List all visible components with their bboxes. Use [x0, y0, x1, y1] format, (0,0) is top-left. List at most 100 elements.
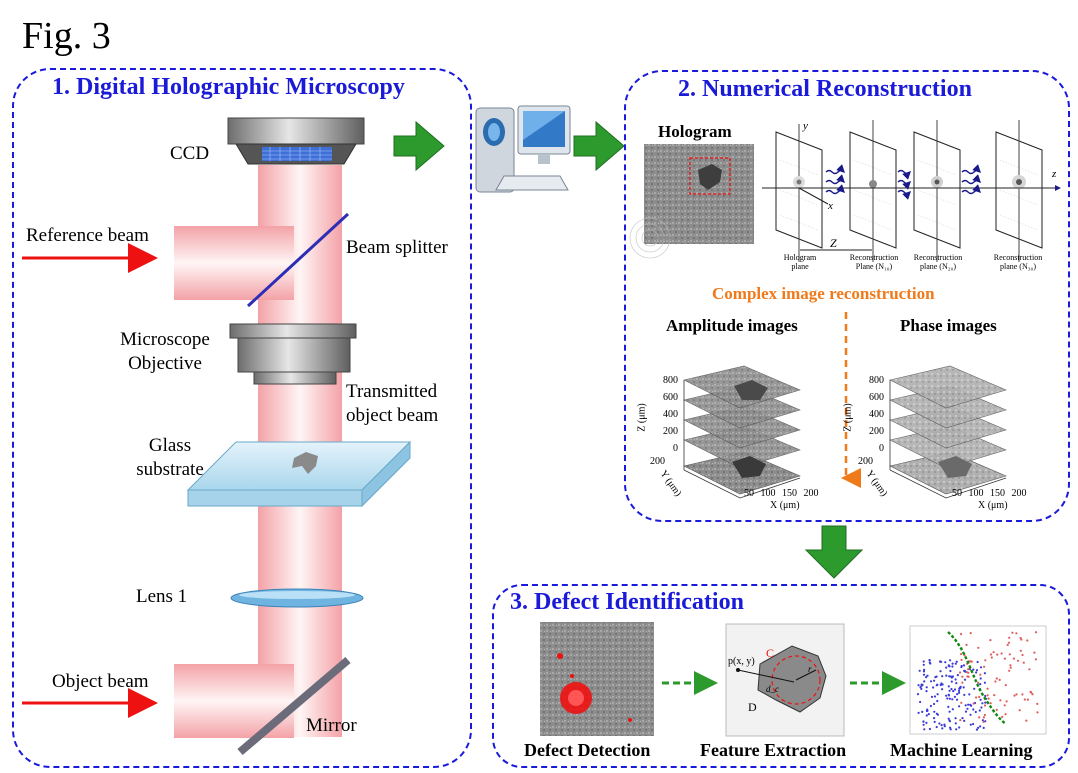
scatter-point-blue: [981, 719, 985, 722]
green-arrow-down: [804, 525, 864, 579]
scatter-point-red: [1012, 657, 1016, 660]
reference-beam-path: [174, 226, 294, 300]
scatter-point-red: [989, 639, 992, 642]
label-lens1: Lens 1: [136, 586, 188, 607]
scatter-point-blue: [964, 710, 968, 713]
scatter-point-blue: [948, 719, 951, 722]
figure-label: Fig. 3: [22, 15, 111, 57]
scatter-point-blue: [945, 674, 948, 677]
phase-z-tick: 0: [879, 443, 884, 454]
phase-z-tick: 400: [869, 409, 884, 420]
scatter-point-red: [986, 694, 989, 697]
phase-x-tick: 100: [968, 488, 984, 499]
scatter-point-blue: [919, 686, 922, 689]
label-amplitude-images: Amplitude images: [666, 316, 798, 335]
label-feature-extraction: Feature Extraction: [700, 740, 847, 760]
plane-reconstruction-2: [913, 120, 961, 262]
scatter-point-blue: [940, 682, 943, 685]
scatter-point-blue: [932, 686, 935, 689]
scatter-point-blue: [979, 666, 983, 669]
scatter-point-blue: [955, 660, 958, 663]
scatter-point-blue: [972, 668, 975, 671]
scatter-point-red: [1021, 693, 1024, 696]
plane-label-3-l2: plane (N₃₀): [999, 261, 1036, 271]
scatter-point-blue: [947, 717, 950, 720]
scatter-point-red: [1015, 632, 1018, 635]
plane-label-3-l1: Reconstruction: [993, 253, 1043, 262]
scatter-point-blue: [960, 665, 963, 669]
phase-y-ticks: 200: [858, 456, 873, 467]
beam-splitter: [246, 212, 350, 308]
scatter-point-blue: [979, 698, 982, 701]
scatter-point-blue: [919, 700, 922, 704]
plane-label-2-l1: Reconstruction: [913, 253, 963, 262]
label-beam-splitter: Beam splitter: [346, 237, 448, 258]
scatter-point-blue: [941, 727, 944, 730]
scatter-point-blue: [963, 678, 967, 681]
scatter-point-blue: [958, 705, 961, 708]
scatter-point-red: [978, 695, 981, 699]
label-microscope-objective: Microscope Objective: [110, 328, 220, 376]
scatter-point-red: [1022, 661, 1025, 664]
scatter-point-blue: [979, 725, 982, 728]
scatter-point-red: [967, 668, 970, 671]
scatter-point-blue: [962, 686, 965, 689]
scatter-point-red: [990, 656, 993, 659]
scatter-point-red: [995, 708, 998, 712]
scatter-point-blue: [933, 717, 936, 720]
scatter-point-blue: [925, 686, 928, 689]
label-mirror: Mirror: [306, 715, 357, 736]
label-defect-detection: Defect Detection: [524, 740, 651, 760]
scatter-point-red: [1036, 702, 1039, 706]
amplitude-stack: [683, 365, 801, 495]
scatter-point-blue: [974, 710, 977, 714]
scatter-point-blue: [981, 702, 984, 705]
scatter-point-blue: [923, 680, 926, 683]
phase-z-tick: 600: [869, 392, 884, 403]
scatter-point-red: [994, 680, 997, 683]
scatter-point-blue: [920, 687, 923, 691]
scatter-point-blue: [973, 687, 976, 690]
scatter-point-red: [977, 646, 980, 649]
scatter-point-blue: [966, 707, 969, 710]
scatter-point-blue: [956, 693, 959, 696]
scatter-point-blue: [939, 670, 942, 673]
feature-label-d: D: [748, 700, 757, 714]
feature-label-p: p(x, y): [728, 656, 755, 667]
phase-stack: [889, 365, 1007, 495]
scatter-point-blue: [925, 690, 928, 693]
scatter-point-blue: [964, 670, 967, 673]
scatter-point-blue: [984, 720, 987, 723]
scatter-point-blue: [917, 684, 920, 687]
scatter-point-blue: [954, 722, 957, 725]
label-axis-z: z: [1052, 168, 1057, 180]
label-transmitted-beam: Transmitted object beam: [346, 380, 438, 428]
scatter-point-red: [960, 633, 963, 636]
scatter-point-blue: [928, 661, 931, 664]
label-hologram: Hologram: [658, 122, 732, 141]
scatter-point-red: [960, 658, 963, 662]
scatter-point-blue: [947, 664, 951, 668]
scatter-point-blue: [923, 728, 926, 731]
label-glass-substrate: Glass substrate: [120, 434, 220, 482]
label-machine-learning: Machine Learning: [890, 740, 1033, 760]
hologram-roi: [689, 157, 731, 195]
amp-y-ticks: 200: [650, 456, 665, 467]
computer-icon: [475, 105, 571, 193]
scatter-point-blue: [916, 693, 920, 696]
scatter-point-blue: [964, 704, 967, 707]
scatter-point-blue: [929, 680, 933, 683]
scatter-point-blue: [955, 698, 959, 701]
scatter-point-blue: [947, 705, 950, 709]
scatter-point-red: [995, 677, 998, 680]
scatter-point-blue: [975, 728, 979, 731]
panel-numerical-reconstruction: [624, 70, 1070, 522]
scatter-point-blue: [947, 685, 950, 688]
scatter-point-blue: [928, 727, 932, 731]
scatter-point-red: [1006, 643, 1009, 647]
scatter-point-blue: [977, 726, 980, 729]
scatter-point-blue: [940, 660, 943, 664]
amp-x-axis-label: X (μm): [770, 500, 800, 511]
scatter-point-red: [1031, 693, 1034, 696]
